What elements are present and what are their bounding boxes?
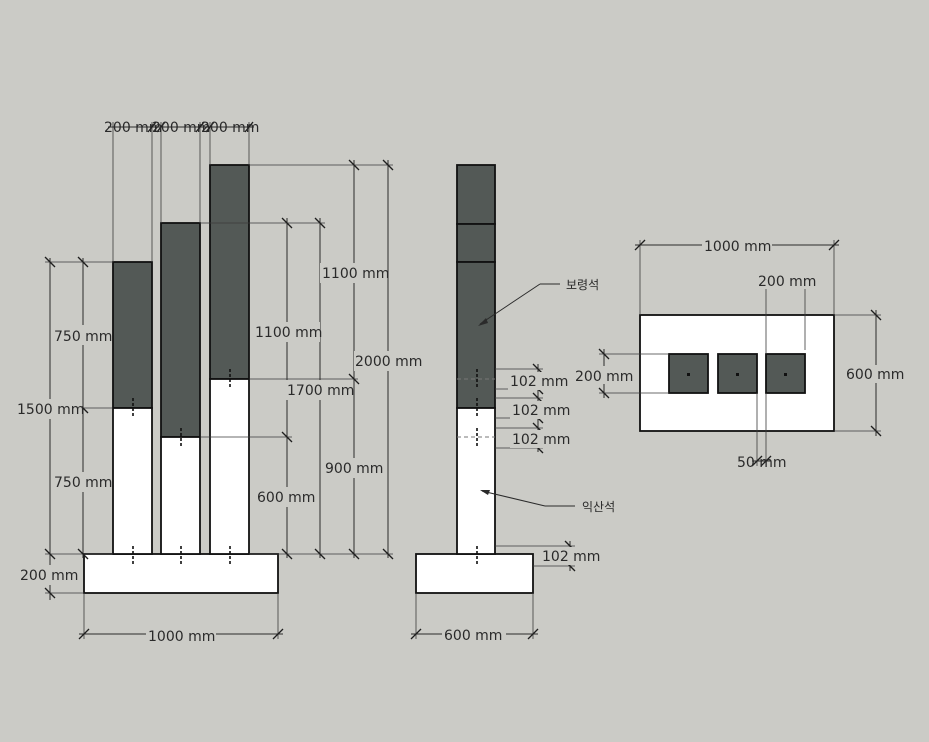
dim-col2-top: 1100 mm bbox=[255, 325, 322, 341]
side-base bbox=[415, 553, 534, 594]
side-view: 102 mm 102 mm 102 mm 102 mm 보령석 익산석 bbox=[410, 164, 615, 644]
column-2-light-stone bbox=[160, 436, 201, 555]
dim-col3-top: 1100 mm bbox=[322, 266, 389, 282]
column-1-dark-stone bbox=[112, 261, 153, 409]
plan-depth-dimension: 600 mm bbox=[834, 309, 907, 437]
side-dark-stone-low bbox=[456, 261, 496, 409]
dim-plan-gap: 50 mm bbox=[737, 455, 787, 471]
dim-col2-total: 1700 mm bbox=[287, 383, 354, 399]
side-base-width-dimension: 600 mm bbox=[410, 593, 539, 644]
plan-view: 1000 mm 200 mm 200 mm bbox=[574, 237, 907, 471]
dim-col1-total: 1500 mm bbox=[17, 402, 84, 418]
plan-post-width-dimension: 200 mm bbox=[757, 273, 816, 354]
plan-width-dimension: 1000 mm bbox=[634, 237, 840, 315]
column-3-light-stone bbox=[209, 378, 250, 555]
dim-side-base-width: 600 mm bbox=[444, 628, 502, 644]
column-1-light-stone bbox=[112, 407, 153, 555]
column-3-dark-stone bbox=[209, 164, 250, 380]
column-2-dark-stone bbox=[160, 222, 201, 438]
dim-joint-2: 102 mm bbox=[512, 403, 570, 419]
side-dark-stone-mid bbox=[456, 223, 496, 263]
left-height-dimensions: 750 mm 1500 mm 750 mm 200 mm bbox=[16, 256, 113, 600]
dim-col1-top: 750 mm bbox=[54, 329, 112, 345]
side-joint-dimensions: 102 mm 102 mm 102 mm 102 mm bbox=[495, 363, 600, 572]
front-base-width-dimension: 1000 mm bbox=[78, 593, 284, 645]
right-height-dimensions: 1100 mm 600 mm 1700 mm 1100 mm 900 mm 20… bbox=[200, 159, 422, 560]
dim-plan-post-depth: 200 mm bbox=[575, 369, 633, 385]
dim-col3-bottom: 900 mm bbox=[325, 461, 383, 477]
front-view: 200 mm 200 mm 200 mm 750 mm 1500 mm 750 … bbox=[16, 120, 422, 645]
side-dark-stone-top bbox=[456, 164, 496, 225]
top-width-dimensions: 200 mm 200 mm 200 mm bbox=[104, 120, 259, 262]
dim-plan-post-width: 200 mm bbox=[758, 274, 816, 290]
dim-front-base-width: 1000 mm bbox=[148, 629, 215, 645]
dim-width-col1: 200 mm bbox=[104, 120, 162, 136]
dim-col1-bottom: 750 mm bbox=[54, 475, 112, 491]
callout-light-stone: 익산석 bbox=[582, 500, 615, 514]
side-light-stone bbox=[456, 407, 496, 555]
callout-dark-stone: 보령석 bbox=[566, 278, 599, 292]
dim-base-height: 200 mm bbox=[20, 568, 78, 584]
dim-joint-4: 102 mm bbox=[542, 549, 600, 565]
plan-post-depth-dimension: 200 mm bbox=[574, 348, 669, 399]
dim-joint-1: 102 mm bbox=[510, 374, 568, 390]
dim-joint-3: 102 mm bbox=[512, 432, 570, 448]
dim-width-col2: 200 mm bbox=[152, 120, 210, 136]
plan-gap-dimension: 50 mm bbox=[737, 393, 787, 471]
dim-plan-width: 1000 mm bbox=[704, 239, 771, 255]
dim-plan-depth: 600 mm bbox=[846, 367, 904, 383]
front-base bbox=[83, 553, 279, 594]
dim-col3-total: 2000 mm bbox=[355, 354, 422, 370]
dim-col2-bottom: 600 mm bbox=[257, 490, 315, 506]
side-callouts: 보령석 익산석 bbox=[478, 278, 615, 514]
dim-width-col3: 200 mm bbox=[201, 120, 259, 136]
